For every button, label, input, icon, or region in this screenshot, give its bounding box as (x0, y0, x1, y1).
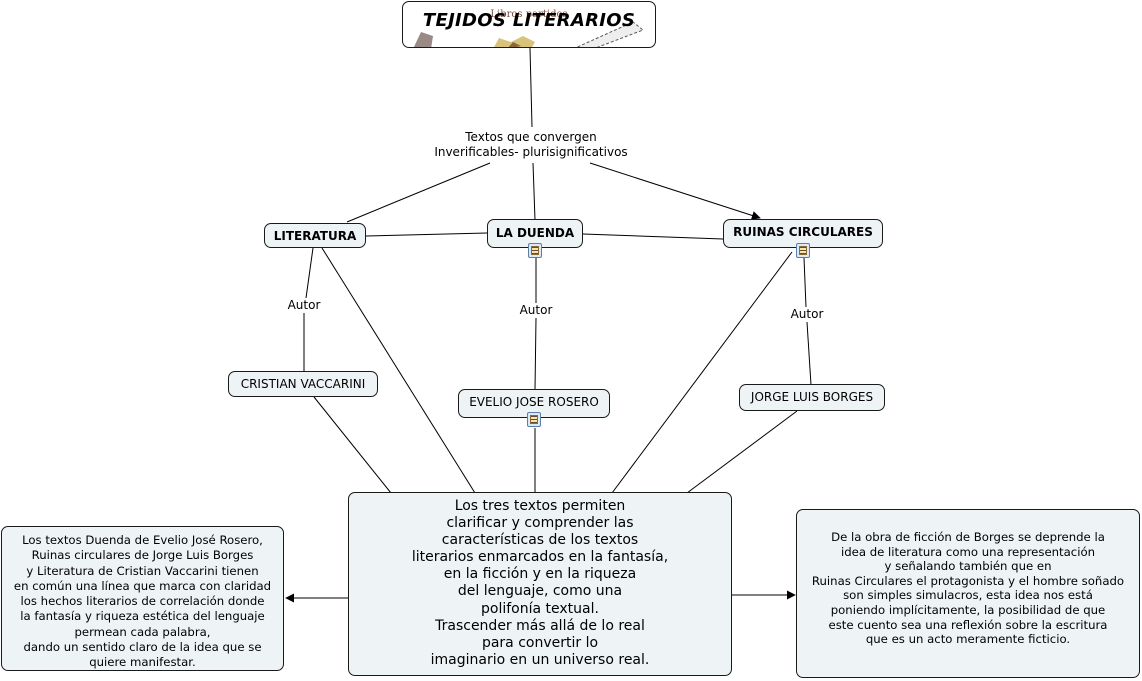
link-hub-laduenda (532, 162, 536, 221)
link-cristian-center (313, 396, 392, 494)
document-icon[interactable] (796, 243, 810, 258)
link-title-hub (529, 47, 533, 128)
document-icon[interactable] (528, 243, 542, 258)
link-label-autor-3: Autor (787, 307, 827, 322)
link-autor-evelio (534, 317, 537, 391)
node-ruinas-label: RUINAS CIRCULARES (733, 225, 873, 239)
link-literatura-center (321, 247, 476, 494)
link-ruinas-autor (803, 257, 807, 308)
book-illustration (413, 21, 644, 47)
link-hub-ruinas (589, 162, 761, 220)
node-la-duenda-label: LA DUENDA (495, 226, 575, 240)
link-hub-literatura (346, 162, 491, 223)
node-cristian-vaccarini[interactable]: CRISTIAN VACCARINI (228, 371, 378, 397)
node-center-summary[interactable]: Los tres textos permiten clarificar y co… (348, 492, 732, 676)
title-node[interactable]: Libros partidos TEJIDOS LITERARIOS (402, 1, 656, 48)
node-ruinas-circulares[interactable]: RUINAS CIRCULARES (723, 219, 883, 248)
link-laduenda-ruinas (582, 233, 724, 240)
title-subtitle: Libros partidos (490, 9, 568, 20)
hub-label: Textos que convergen Inverificables- plu… (430, 130, 632, 160)
node-evelio-label: EVELIO JOSE ROSERO (469, 395, 599, 409)
node-left-note[interactable]: Los textos Duenda de Evelio José Rosero,… (1, 526, 284, 671)
link-literatura-laduenda (365, 232, 488, 237)
node-literatura[interactable]: LITERATURA (264, 223, 366, 248)
link-borges-center (686, 410, 798, 494)
title-text: TEJIDOS LITERARIOS (422, 10, 636, 31)
node-jorge-luis-borges[interactable]: JORGE LUIS BORGES (739, 384, 885, 411)
link-label-autor-2: Autor (516, 303, 556, 318)
link-label-autor-1: Autor (284, 298, 324, 313)
link-literatura-autor (305, 247, 314, 299)
link-autor-borges (806, 321, 812, 386)
link-ruinas-center (611, 251, 793, 494)
document-icon[interactable] (527, 412, 541, 427)
node-la-duenda[interactable]: LA DUENDA (487, 219, 583, 248)
node-right-note[interactable]: De la obra de ficción de Borges se depre… (796, 509, 1140, 678)
